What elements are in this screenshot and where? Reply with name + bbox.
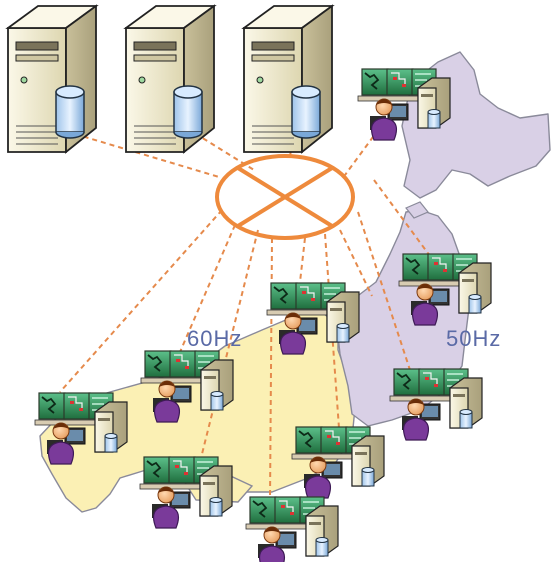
network-link-10 <box>269 237 273 501</box>
ring-cross-b <box>236 166 334 228</box>
operator-station-icon <box>245 496 339 567</box>
network-link-6 <box>357 211 411 371</box>
network-link-1 <box>74 133 220 178</box>
network-link-8 <box>324 233 341 443</box>
network-link-5 <box>373 179 431 257</box>
server-icon <box>125 5 215 153</box>
link-lines <box>59 121 431 501</box>
network-link-13 <box>59 209 223 393</box>
operator-station-icon <box>139 456 233 529</box>
network-link-7 <box>339 229 373 297</box>
network-link-2 <box>179 123 255 171</box>
central-servers <box>7 5 333 153</box>
server-icon <box>7 5 97 153</box>
network-link-11 <box>199 229 259 463</box>
sado-island <box>405 201 429 219</box>
network-ring <box>215 154 355 240</box>
server-icon <box>243 5 333 153</box>
west-frequency-label: 60Hz <box>187 326 243 351</box>
east-frequency-label: 50Hz <box>446 326 502 351</box>
network-link-9 <box>299 237 306 283</box>
